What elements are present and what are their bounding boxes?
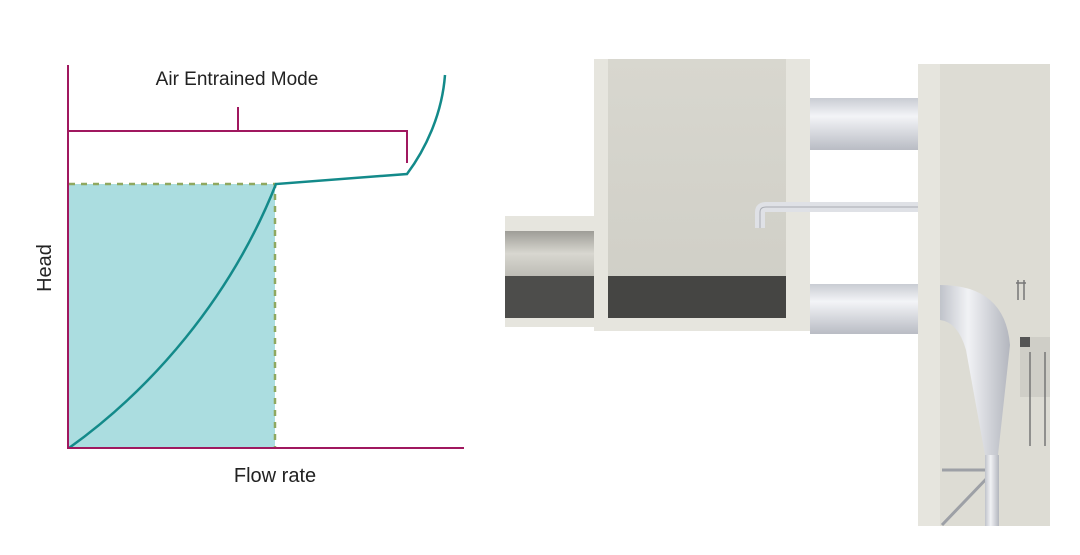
elbow-pipe — [940, 285, 1010, 455]
left-tank-interior — [608, 59, 786, 317]
air-entrained-mode-label: Air Entrained Mode — [156, 69, 319, 90]
sump-pipe-illustration — [505, 59, 1050, 527]
left-tank-water-channel — [608, 276, 786, 318]
head-curve — [68, 74, 447, 450]
operating-region-fill — [69, 184, 275, 448]
vertical-suction-pipe — [985, 455, 999, 526]
air-entrained-bracket — [68, 107, 408, 163]
inlet-water-channel — [505, 276, 610, 318]
right-divider-wall — [918, 64, 940, 526]
platform-edge — [1020, 337, 1030, 347]
ladder — [1016, 280, 1046, 446]
head-flow-chart: Air Entrained Mode Head Flow rate — [34, 65, 464, 487]
y-axis-label: Head — [34, 244, 56, 292]
inlet-conduit-opening — [505, 231, 610, 276]
upper-connecting-pipe — [810, 98, 918, 150]
x-axis-label: Flow rate — [234, 465, 316, 487]
lower-connecting-pipe — [810, 284, 918, 334]
